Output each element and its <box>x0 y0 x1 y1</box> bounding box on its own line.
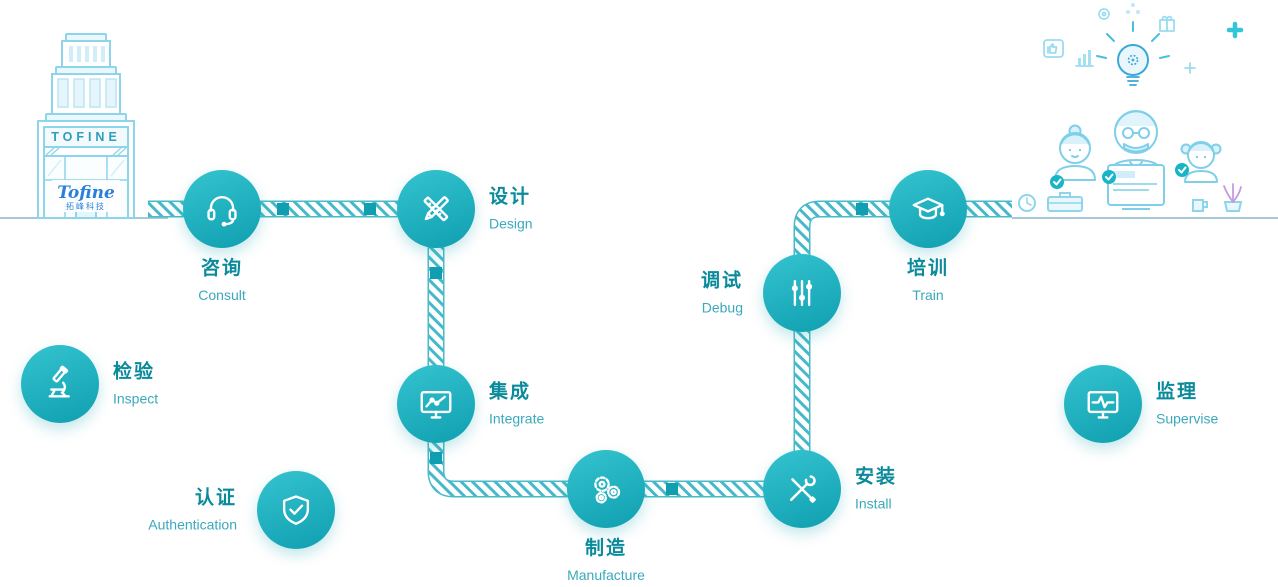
integrate-label: 集成 Integrate <box>489 380 544 429</box>
milestone-square <box>430 267 442 279</box>
consult-label-zh: 咨询 <box>200 258 243 279</box>
flow-node-manufacture: 制造 Manufacture <box>567 450 645 583</box>
flow-node-consult: 咨询 Consult <box>183 170 261 303</box>
install-circle <box>763 450 841 528</box>
sliders-icon <box>791 279 813 307</box>
train-label-zh: 培训 <box>906 258 949 279</box>
briefcase-icon <box>1047 192 1083 212</box>
person-right <box>1180 141 1222 183</box>
flow-ribbon-stripes <box>148 202 1012 496</box>
design-tools-icon <box>423 196 449 222</box>
bar-chart-icon <box>1075 50 1094 67</box>
ground-line-right <box>1012 217 1278 219</box>
milestone-square <box>430 452 442 464</box>
plant-icon <box>1223 183 1243 212</box>
consult-label-en: Consult <box>198 287 246 303</box>
install-label: 安装 Install <box>855 465 897 514</box>
design-label: 设计 Design <box>489 185 533 234</box>
integrate-circle <box>397 365 475 443</box>
gear-icon <box>1098 8 1110 20</box>
team-illustration <box>1018 3 1244 212</box>
flow-node-install: 安装 Install <box>763 450 895 528</box>
milestone-square <box>277 203 289 215</box>
manufacture-label: 制造 Manufacture <box>531 536 681 585</box>
train-label-en: Train <box>912 287 944 303</box>
flow-ribbon-border <box>148 200 1012 498</box>
headset-icon <box>207 196 237 227</box>
company-building-illustration: TOFINE Tofine 拓峰科技 <box>37 33 135 219</box>
idea-bulb-icon <box>1096 21 1170 86</box>
building-sign: TOFINE <box>51 130 121 144</box>
authentication-label-zh: 认证 <box>194 487 237 509</box>
company-logo-script: Tofine <box>57 183 115 203</box>
flow-node-integrate: 集成 Integrate <box>397 365 544 443</box>
design-label-zh: 设计 <box>489 186 532 208</box>
inspect-label-zh: 检验 <box>113 361 156 383</box>
consult-label: 咨询 Consult <box>147 256 297 305</box>
microscope-icon <box>48 365 70 398</box>
person-left <box>1054 124 1096 181</box>
authentication-label-en: Authentication <box>148 516 237 533</box>
clock-icon <box>1018 194 1036 212</box>
flow-node-train: 培训 Train <box>889 170 967 303</box>
tools-icon <box>789 475 816 503</box>
integrate-label-zh: 集成 <box>489 381 532 403</box>
train-label: 培训 Train <box>853 256 1003 305</box>
supervise-label: 监理 Supervise <box>1156 380 1218 429</box>
inspect-circle <box>21 345 99 423</box>
milestone-markers <box>277 203 868 495</box>
company-logo-subtext: 拓峰科技 <box>66 201 106 211</box>
authentication-label: 认证 Authentication <box>148 486 237 535</box>
supervise-label-en: Supervise <box>1156 410 1219 427</box>
debug-label-en: Debug <box>701 299 743 316</box>
cup-icon <box>1192 199 1208 212</box>
inspect-label: 检验 Inspect <box>113 360 158 409</box>
debug-label-zh: 调试 <box>700 270 743 292</box>
inspect-label-en: Inspect <box>113 390 159 407</box>
graduation-cap-icon <box>912 197 945 220</box>
milestone-square <box>856 203 868 215</box>
dots-icon <box>1126 3 1140 14</box>
milestone-square <box>364 203 376 215</box>
design-circle <box>397 170 475 248</box>
milestone-square <box>666 483 678 495</box>
thumbs-up-icon <box>1043 39 1064 58</box>
supervise-circle <box>1064 365 1142 443</box>
flow-node-authentication: 认证 Authentication <box>148 471 335 549</box>
gift-icon <box>1159 15 1175 32</box>
design-label-en: Design <box>489 215 533 232</box>
integrate-label-en: Integrate <box>489 410 545 427</box>
flow-node-debug: 调试 Debug <box>701 254 841 332</box>
debug-circle <box>763 254 841 332</box>
install-label-zh: 安装 <box>855 466 898 488</box>
flow-node-inspect: 检验 Inspect <box>21 345 158 423</box>
flow-node-supervise: 监理 Supervise <box>1064 365 1218 443</box>
manufacture-label-en: Manufacture <box>567 567 645 583</box>
plus-filled-icon <box>1226 21 1244 39</box>
desk-monitor <box>1107 164 1165 210</box>
check-badges <box>1050 163 1189 189</box>
manufacture-circle <box>567 450 645 528</box>
authentication-circle <box>257 471 335 549</box>
supervise-label-zh: 监理 <box>1156 381 1199 403</box>
debug-label: 调试 Debug <box>701 269 743 318</box>
manufacture-label-zh: 制造 <box>584 538 627 559</box>
shield-check-icon <box>282 495 310 525</box>
gears-icon <box>594 476 621 504</box>
install-label-en: Install <box>855 495 892 512</box>
monitor-chart-icon <box>420 390 452 419</box>
monitor-pulse-icon <box>1087 390 1119 419</box>
plus-icon <box>1184 62 1196 74</box>
flow-node-design: 设计 Design <box>397 170 533 248</box>
consult-circle <box>183 170 261 248</box>
train-circle <box>889 170 967 248</box>
